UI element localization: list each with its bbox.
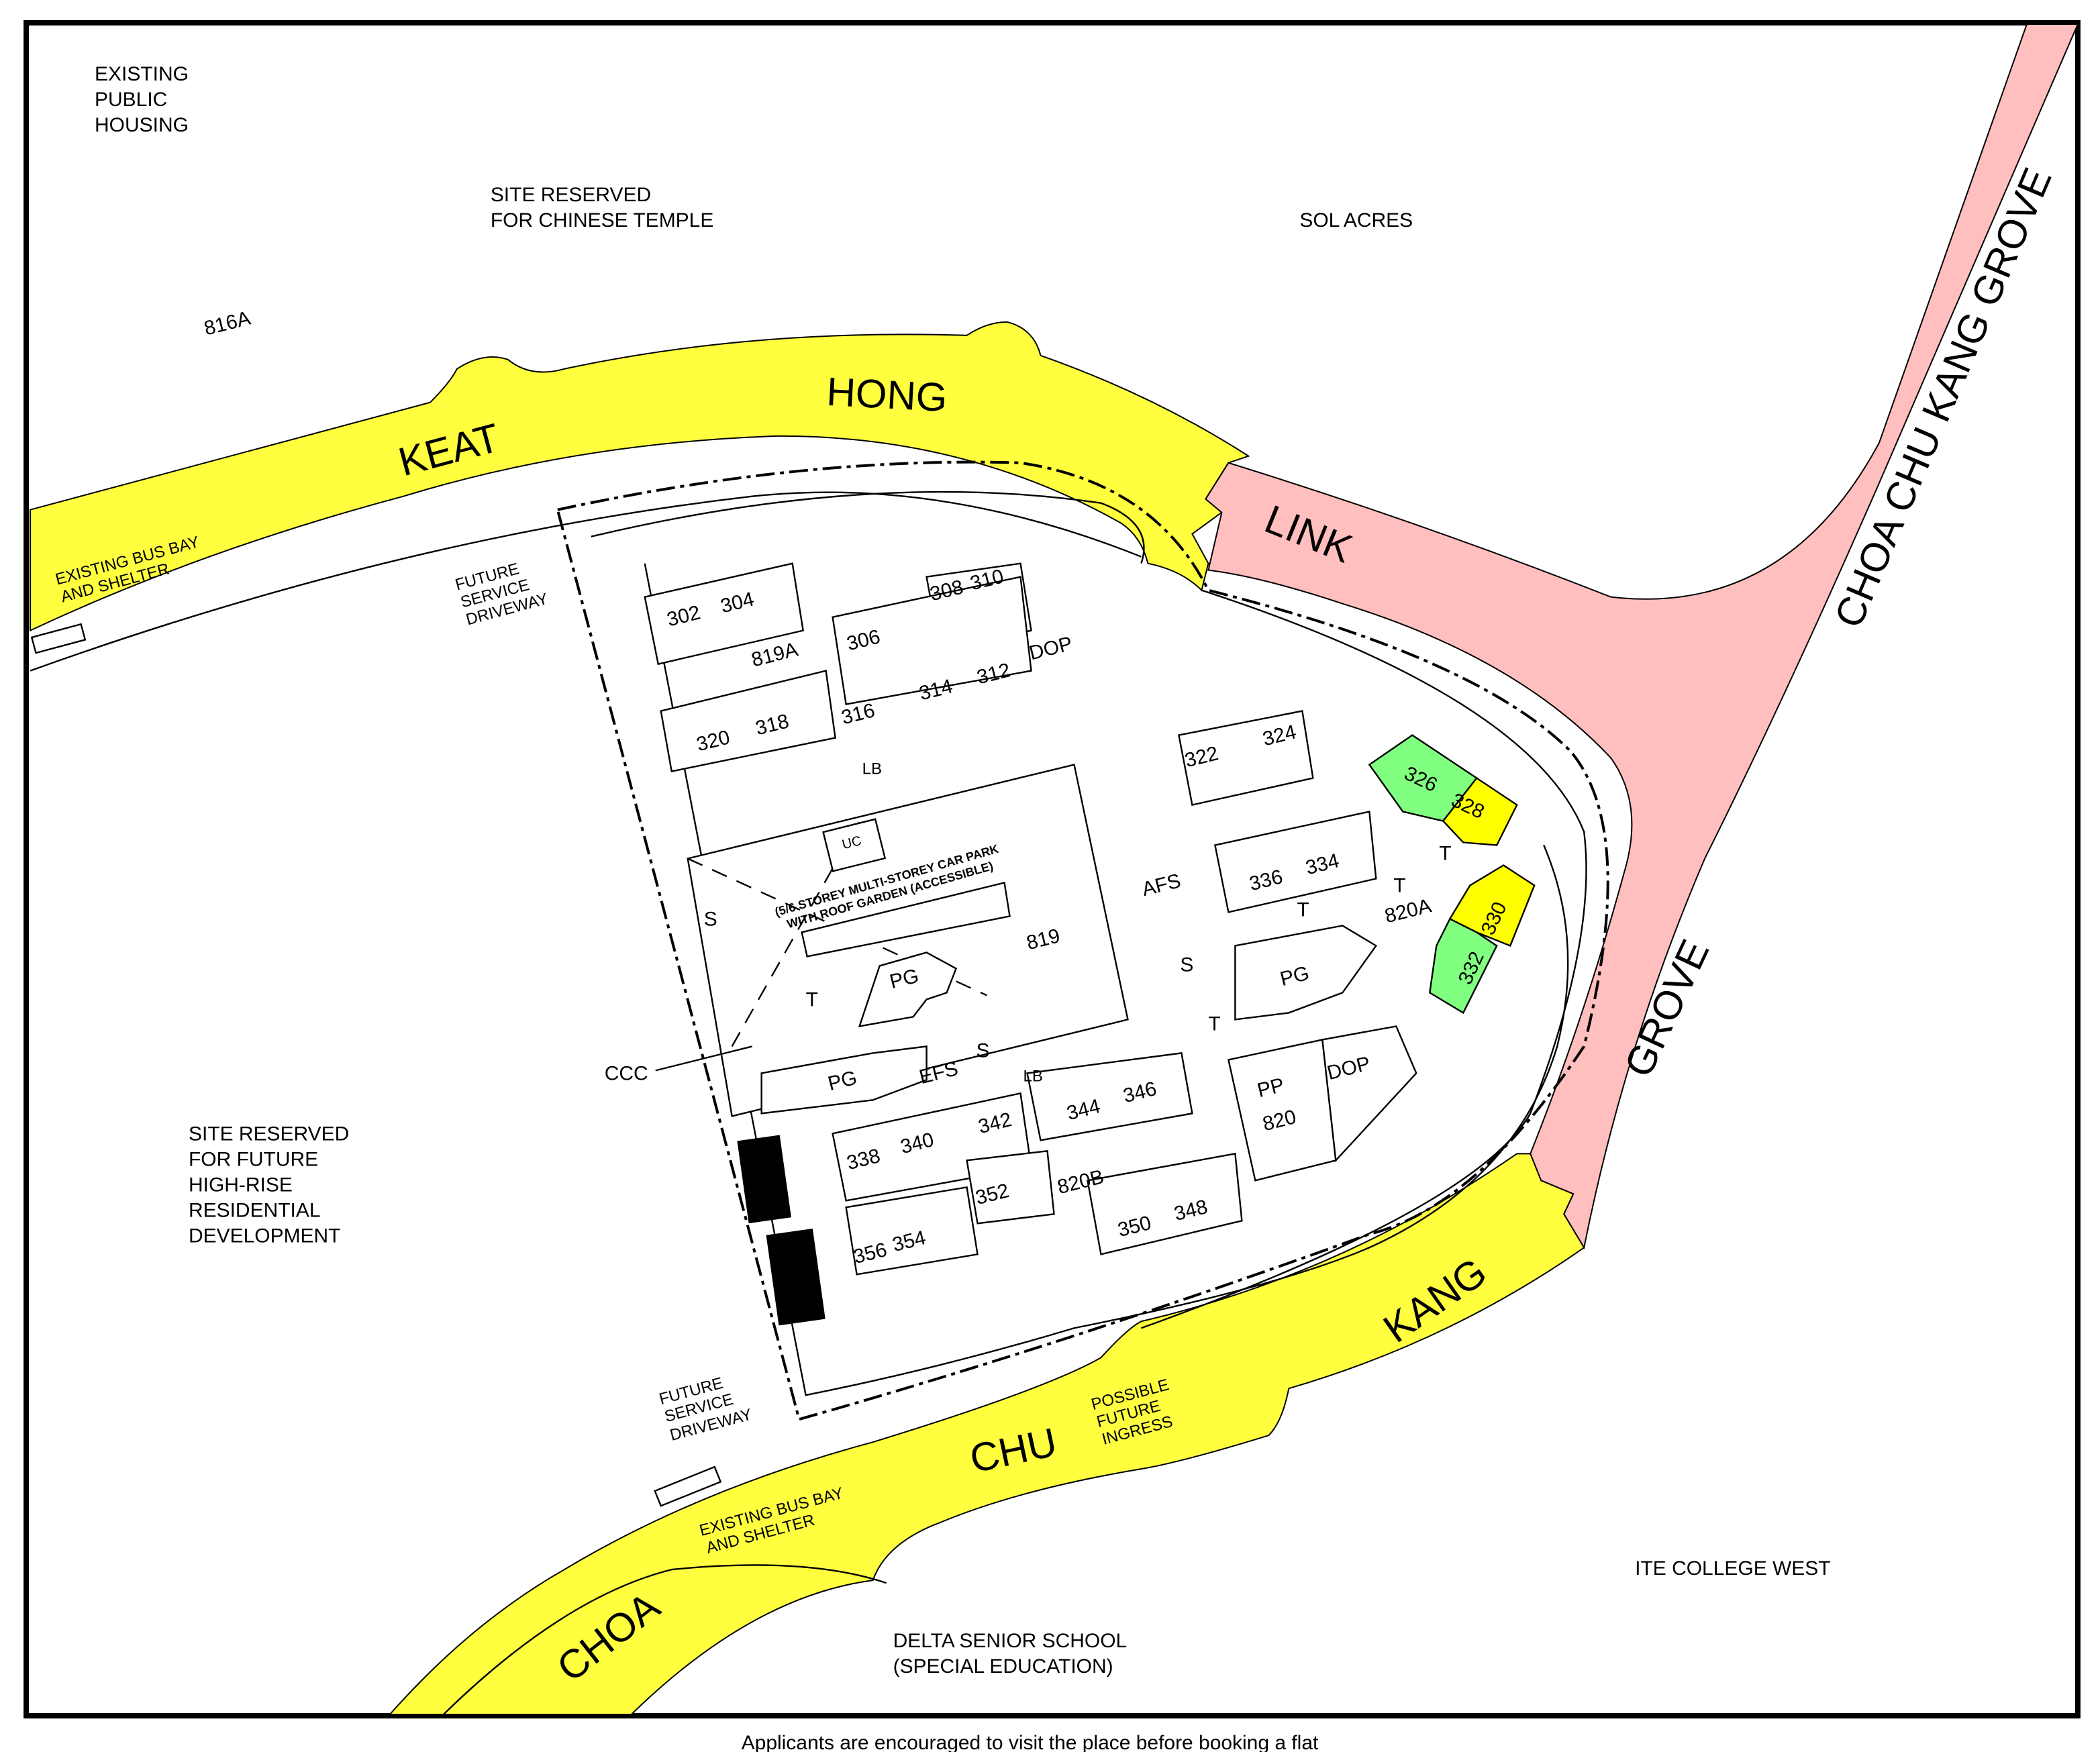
facility-t: T [1439, 843, 1451, 865]
label-delta-school: (SPECIAL EDUCATION) [893, 1655, 1113, 1678]
footer-note: Applicants are encouraged to visit the p… [742, 1732, 1319, 1752]
multi-storey-car-park [687, 764, 1129, 1117]
facility-t: T [1208, 1013, 1220, 1035]
label-future-residential: RESIDENTIAL [189, 1199, 321, 1221]
label-ite-college-west: ITE COLLEGE WEST [1635, 1557, 1830, 1580]
label-existing-public-housing: EXISTING [95, 63, 189, 85]
label-chinese-temple: FOR CHINESE TEMPLE [491, 209, 713, 231]
estate-road-inner [591, 491, 1569, 1396]
site-boundary [556, 460, 1609, 1421]
block-821-a [737, 1135, 791, 1224]
block-328 [1442, 776, 1518, 846]
uc-box [822, 818, 887, 872]
facility-t: T [806, 988, 818, 1011]
facility-t: T [1297, 898, 1309, 921]
housing-blocks [644, 562, 1417, 1276]
facility-s: S [977, 1039, 990, 1062]
road-choa-chu-kang [388, 1153, 1585, 1716]
label-existing-public-housing: HOUSING [95, 114, 189, 136]
label-chinese-temple: SITE RESERVED [491, 184, 651, 206]
label-future-residential: SITE RESERVED [189, 1123, 349, 1145]
label-sol-acres: SOL ACRES [1299, 209, 1413, 231]
road-edge [1141, 589, 1587, 1329]
road-name-hong: HONG [826, 369, 948, 420]
bus-shelter-1 [30, 623, 87, 654]
facility-lb: LB [1023, 1067, 1043, 1085]
label-future-residential: DEVELOPMENT [189, 1225, 340, 1247]
facility-lb: LB [862, 760, 882, 778]
facility-s: S [1180, 954, 1193, 976]
bus-shelter-2 [654, 1465, 722, 1507]
playground-pg [858, 951, 958, 1027]
roof-garden [801, 882, 1011, 958]
block-821-b [766, 1228, 826, 1326]
road-edge [443, 1564, 887, 1715]
road-link-grove-pink [1205, 23, 2079, 1250]
label-ccc: CCC [605, 1062, 648, 1084]
facility-t: T [1393, 874, 1405, 896]
facility-s: S [704, 908, 717, 930]
label-future-residential: FOR FUTURE [189, 1148, 318, 1170]
label-delta-school: DELTA SENIOR SCHOOL [893, 1630, 1128, 1652]
label-existing-public-housing: PUBLIC [95, 89, 167, 111]
block-332 [1428, 917, 1498, 1015]
road-edge [30, 491, 1142, 672]
ccc-pointer [655, 1045, 752, 1072]
label-future-residential: HIGH-RISE [189, 1174, 293, 1196]
